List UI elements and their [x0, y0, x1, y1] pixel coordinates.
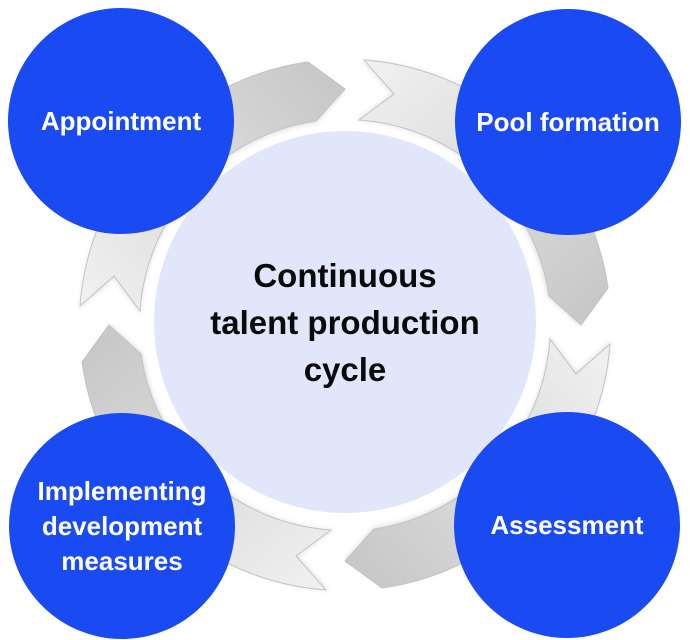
node-appointment-label: Appointment	[40, 105, 202, 136]
center-title-line-3: cycle	[303, 350, 387, 388]
center-title: Continuous talent production cycle	[210, 252, 479, 393]
node-pool-formation-label: Pool formation	[476, 106, 660, 137]
node-pool-formation: Pool formation	[455, 9, 681, 235]
node-implementing-development-measures-label: Implementing development measures	[37, 475, 207, 576]
node-implementing-development-measures: Implementing development measures	[9, 413, 235, 639]
node-assessment: Assessment	[454, 412, 680, 638]
center-title-line-2: talent production	[210, 303, 480, 341]
center-circle: Continuous talent production cycle	[154, 131, 536, 513]
node-assessment-label: Assessment	[490, 509, 644, 540]
center-title-line-1: Continuous	[253, 256, 437, 294]
node-appointment: Appointment	[8, 8, 234, 234]
